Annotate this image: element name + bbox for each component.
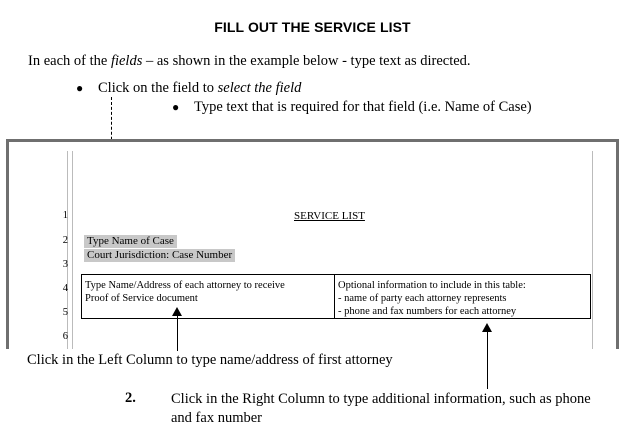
case-name-field[interactable]: Type Name of Case: [84, 235, 177, 248]
line-number: 1: [62, 210, 68, 221]
intro-after: – as shown in the example below - type t…: [142, 53, 471, 69]
step-number: 2.: [125, 390, 136, 406]
line-number: 5: [62, 307, 68, 318]
left-column-caption: Click in the Left Column to type name/ad…: [27, 352, 393, 368]
page-title: FILL OUT THE SERVICE LIST: [214, 19, 411, 35]
service-list-table: Type Name/Address of each attorney to re…: [81, 274, 591, 319]
margin-rule-right: [592, 151, 593, 349]
line-number: 2: [62, 235, 68, 246]
bullet-dot-icon: ●: [172, 100, 180, 114]
table-column-divider: [334, 275, 335, 318]
bullet-dot-icon: ●: [76, 81, 84, 95]
bullet-1-before: Click on the field to: [98, 80, 218, 96]
service-list-heading: SERVICE LIST: [294, 210, 365, 222]
margin-rule-left-outer: [67, 151, 68, 349]
line-number: 3: [62, 259, 68, 270]
margin-rule-left-inner: [72, 151, 73, 349]
line-number: 4: [62, 283, 68, 294]
arrow-left-shaft: [177, 315, 178, 351]
bullet-1-emphasis: select the field: [217, 80, 302, 96]
right-cell-line: Optional information to include in this …: [338, 280, 526, 291]
intro-text: In each of the fields – as shown in the …: [28, 53, 471, 70]
arrow-right-shaft: [487, 331, 488, 389]
line-number: 6: [62, 331, 68, 342]
arrow-up-right-icon: [482, 323, 492, 332]
right-column-caption: Click in the Right Column to type additi…: [171, 391, 591, 426]
left-cell-line: Proof of Service document: [85, 293, 198, 304]
table-left-column[interactable]: Type Name/Address of each attorney to re…: [85, 279, 285, 305]
bullet-select-field: ● Click on the field to select the field: [76, 80, 301, 97]
bullet-type-text: ● Type text that is required for that fie…: [172, 99, 532, 116]
table-right-column[interactable]: Optional information to include in this …: [338, 279, 526, 318]
right-cell-line: - name of party each attorney represents: [338, 293, 507, 304]
arrow-up-left-icon: [172, 307, 182, 316]
left-cell-line: Type Name/Address of each attorney to re…: [85, 280, 285, 291]
intro-emphasis: fields: [110, 53, 143, 69]
intro-before: In each of the: [28, 53, 111, 69]
right-cell-line: - phone and fax numbers for each attorne…: [338, 306, 517, 317]
court-jurisdiction-field[interactable]: Court Jurisdiction: Case Number: [84, 249, 236, 262]
bullet-2-text: Type text that is required for that fiel…: [194, 99, 532, 115]
